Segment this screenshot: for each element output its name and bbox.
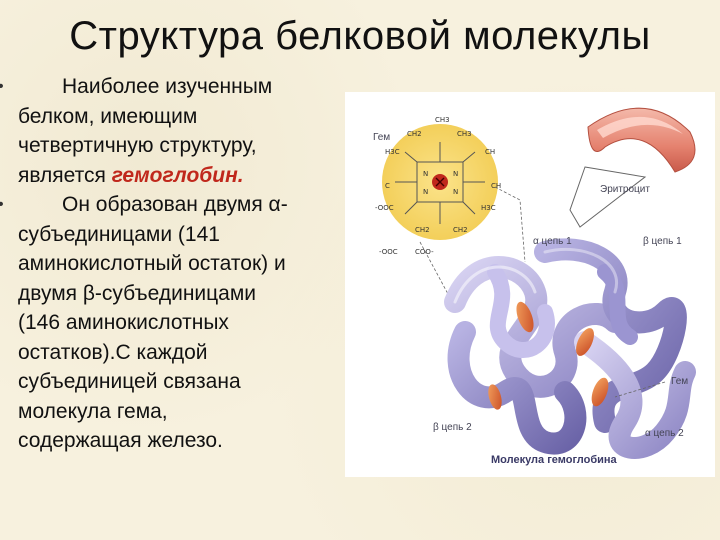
bullet-marker: •: [0, 190, 4, 220]
protein-chains: [444, 238, 696, 459]
bullet-2-line-3: аминокислотный остаток) и: [18, 252, 286, 275]
alpha1-label: α цепь 1: [533, 236, 572, 247]
svg-text:-OOC: -OOC: [375, 204, 394, 212]
heme-group: [488, 384, 502, 410]
svg-text:N: N: [423, 170, 428, 178]
alpha2-label: α цепь 2: [645, 428, 684, 439]
text-line: белком, имеющим: [0, 102, 360, 132]
bullet-2-line-1: Он образован двумя α-: [62, 193, 288, 216]
svg-text:N: N: [423, 188, 428, 196]
slide-title: Структура белковой молекулы: [69, 14, 651, 58]
heme-group: [576, 328, 594, 356]
svg-text:COO-: COO-: [415, 248, 434, 256]
bullet-2-line-2: субъединицами (141: [18, 222, 220, 246]
text-line: остатков).С каждой: [0, 338, 360, 368]
svg-text:CH3: CH3: [457, 130, 472, 138]
beta1-label: β цепь 1: [643, 236, 682, 247]
bullet-1-line-2: белком, имеющим: [18, 104, 198, 128]
svg-text:-OOC: -OOC: [379, 248, 398, 256]
bullet-1-line-3: четвертичную структуру,: [18, 134, 257, 157]
heme-group: [591, 377, 609, 407]
erythrocyte-label: Эритроцит: [600, 184, 650, 195]
highlighted-term: гемоглобин.: [111, 163, 244, 187]
svg-text:N: N: [453, 188, 458, 196]
bullet-2-line-9: содержащая железо.: [18, 429, 223, 452]
figure-caption: Молекула гемоглобина: [491, 454, 617, 466]
text-line: • Наиболее изученным: [0, 72, 360, 102]
bullet-2-line-6: остатков).С каждой: [18, 340, 208, 364]
bullet-2-line-7: субъединицей связана: [18, 370, 241, 393]
text-line: • Он образован двумя α-: [0, 190, 360, 220]
bullet-2-line-5: (146 аминокислотных: [18, 311, 229, 334]
line-prefix: является: [18, 163, 112, 187]
beta2-label: β цепь 2: [433, 422, 472, 433]
svg-text:CH: CH: [485, 148, 495, 156]
text-line: является гемоглобин.: [0, 161, 360, 191]
bullet-1-line-4: является гемоглобин.: [18, 161, 244, 191]
svg-text:CH2: CH2: [407, 130, 422, 138]
erythrocyte-image: [569, 107, 696, 228]
bullet-1-line-1: Наиболее изученным: [62, 75, 273, 98]
bullet-marker: •: [0, 72, 4, 102]
text-line: аминокислотный остаток) и: [0, 249, 360, 279]
text-line: молекула гема,: [0, 397, 360, 427]
svg-text:H3C: H3C: [385, 148, 400, 156]
svg-text:H3C: H3C: [481, 204, 496, 212]
text-line: субъединицей связана: [0, 367, 360, 397]
svg-text:CH3: CH3: [435, 116, 450, 124]
bullet-2-line-8: молекула гема,: [18, 399, 168, 423]
heme-label-2: Гем: [671, 376, 689, 387]
svg-text:CH2: CH2: [415, 226, 430, 234]
text-line: двумя β-субъединицами: [0, 279, 360, 309]
hemoglobin-figure: CH3 CH2 CH3 H3C CH N N N N C CH -OOC H3C…: [345, 92, 715, 477]
text-line: содержащая железо.: [0, 426, 360, 456]
svg-text:CH2: CH2: [453, 226, 468, 234]
svg-text:N: N: [453, 170, 458, 178]
heme-group: [516, 301, 534, 333]
heme-label: Гем: [373, 132, 391, 143]
svg-text:CH: CH: [491, 182, 501, 190]
body-text: • Наиболее изученным белком, имеющим чет…: [0, 72, 360, 456]
text-line: четвертичную структуру,: [0, 131, 360, 161]
hemoglobin-illustration: CH3 CH2 CH3 H3C CH N N N N C CH -OOC H3C…: [375, 107, 696, 459]
svg-text:C: C: [385, 182, 390, 190]
text-line: субъединицами (141: [0, 220, 360, 250]
text-line: (146 аминокислотных: [0, 308, 360, 338]
bullet-2-line-4: двумя β-субъединицами: [18, 281, 257, 305]
heme-structure: CH3 CH2 CH3 H3C CH N N N N C CH -OOC H3C…: [375, 116, 501, 256]
